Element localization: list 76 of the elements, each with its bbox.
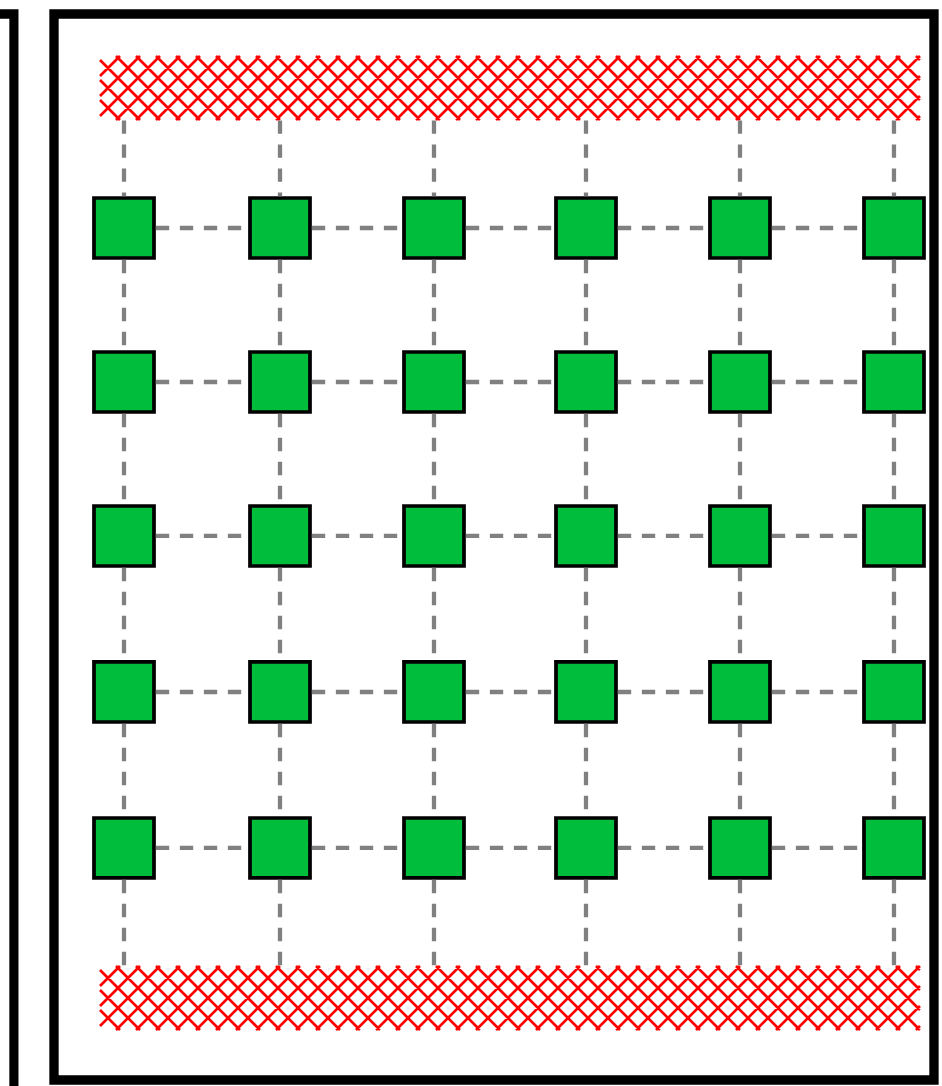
connector-line: [891, 120, 897, 197]
node-square: [402, 196, 466, 260]
node-square: [92, 196, 156, 260]
connector-line: [277, 879, 283, 966]
node-square: [92, 350, 156, 414]
connector-line: [583, 120, 589, 197]
connector-line: [583, 413, 589, 505]
connector-line: [121, 259, 127, 351]
node-square: [554, 350, 618, 414]
connector-line: [277, 120, 283, 197]
node-square: [92, 816, 156, 880]
connector-line: [311, 533, 403, 539]
hatched-band: [98, 54, 922, 122]
node-square: [862, 660, 926, 724]
node-square: [708, 350, 772, 414]
connector-line: [311, 845, 403, 851]
connector-line: [891, 259, 897, 351]
node-square: [248, 350, 312, 414]
node-square: [554, 504, 618, 568]
node-square: [862, 816, 926, 880]
connector-line: [121, 413, 127, 505]
node-square: [248, 196, 312, 260]
connector-line: [617, 225, 709, 231]
connector-line: [771, 379, 863, 385]
connector-line: [465, 379, 555, 385]
node-square: [554, 196, 618, 260]
node-square: [862, 504, 926, 568]
node-square: [402, 660, 466, 724]
connector-line: [583, 879, 589, 966]
node-square: [92, 660, 156, 724]
connector-line: [737, 879, 743, 966]
connector-line: [311, 379, 403, 385]
connector-line: [891, 879, 897, 966]
node-square: [402, 350, 466, 414]
connector-line: [465, 845, 555, 851]
connector-line: [121, 879, 127, 966]
connector-line: [277, 259, 283, 351]
connector-line: [737, 120, 743, 197]
node-square: [92, 504, 156, 568]
node-square: [708, 196, 772, 260]
node-square: [248, 504, 312, 568]
connector-line: [465, 689, 555, 695]
connector-line: [737, 413, 743, 505]
connector-line: [431, 879, 437, 966]
connector-line: [771, 225, 863, 231]
node-square: [554, 816, 618, 880]
connector-line: [617, 533, 709, 539]
node-square: [708, 816, 772, 880]
node-square: [708, 504, 772, 568]
connector-line: [891, 413, 897, 505]
connector-line: [465, 225, 555, 231]
connector-line: [617, 845, 709, 851]
connector-line: [311, 225, 403, 231]
connector-line: [121, 120, 127, 197]
connector-line: [737, 259, 743, 351]
connector-line: [771, 533, 863, 539]
connector-line: [465, 533, 555, 539]
connector-line: [771, 845, 863, 851]
connector-line: [311, 689, 403, 695]
node-square: [554, 660, 618, 724]
connector-line: [277, 413, 283, 505]
connector-line: [431, 120, 437, 197]
node-square: [862, 196, 926, 260]
connector-line: [431, 413, 437, 505]
node-square: [402, 816, 466, 880]
connector-line: [583, 259, 589, 351]
node-square: [862, 350, 926, 414]
hatched-band: [98, 964, 922, 1032]
node-square: [248, 660, 312, 724]
node-square: [402, 504, 466, 568]
connector-line: [431, 259, 437, 351]
connector-line: [771, 689, 863, 695]
connector-line: [617, 379, 709, 385]
connector-line: [617, 689, 709, 695]
node-square: [248, 816, 312, 880]
node-square: [708, 660, 772, 724]
